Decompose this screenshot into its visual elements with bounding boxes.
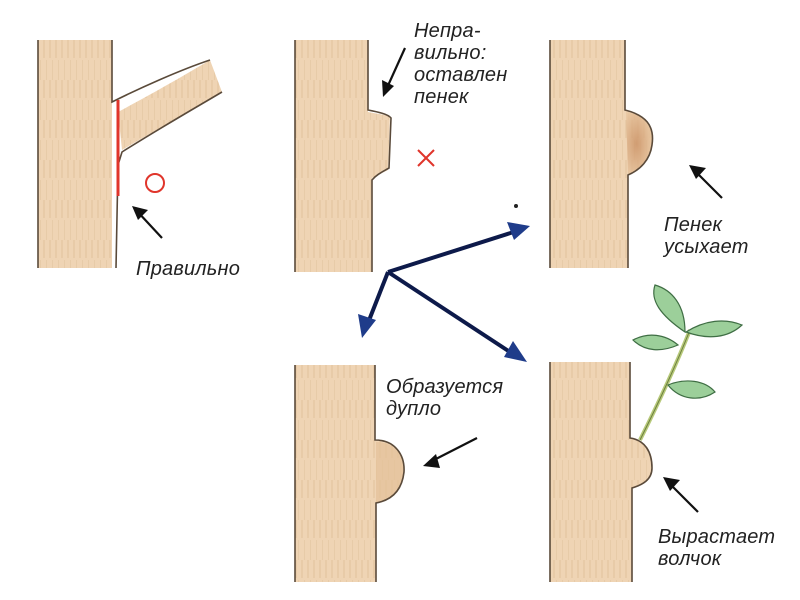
label-incorrect: Непра- вильно: оставлен пенек: [414, 20, 508, 108]
dot: [514, 204, 518, 208]
correct-circle-icon: [145, 173, 165, 193]
arrow-correct-icon: [132, 206, 163, 239]
panel-stump-left: [294, 40, 435, 272]
trunk-hollow: [295, 365, 405, 582]
arrow-incorrect-icon: [382, 47, 407, 97]
label-sprout: Вырастает волчок: [658, 526, 776, 570]
trunk-dry: [550, 40, 653, 268]
branch: [118, 60, 222, 150]
wrong-cross-icon: [417, 149, 435, 167]
arrow-head-icon: [504, 341, 527, 362]
panel-correct-cut: [37, 40, 223, 269]
label-hollow: Образуется дупло: [386, 376, 504, 420]
arrow-head-icon: [358, 314, 376, 338]
panel-sprout: [549, 284, 744, 582]
label-stump-dries: Пенек усыхает: [664, 214, 749, 258]
leaf-icon: [632, 284, 744, 399]
center-arrows: [358, 222, 530, 362]
label-correct: Правильно: [136, 258, 241, 280]
panel-stump-dries: [514, 40, 723, 268]
arrow-dries-icon: [689, 165, 723, 199]
panel-hollow: [294, 365, 478, 582]
arrow-head-icon: [507, 222, 530, 240]
arrow-sprout-icon: [663, 477, 699, 513]
sprout: [632, 284, 744, 441]
trunk-correct: [38, 40, 112, 268]
trunk-sprout: [550, 362, 652, 582]
trunk-stump: [295, 40, 390, 272]
arrow-hollow-icon: [423, 437, 478, 468]
